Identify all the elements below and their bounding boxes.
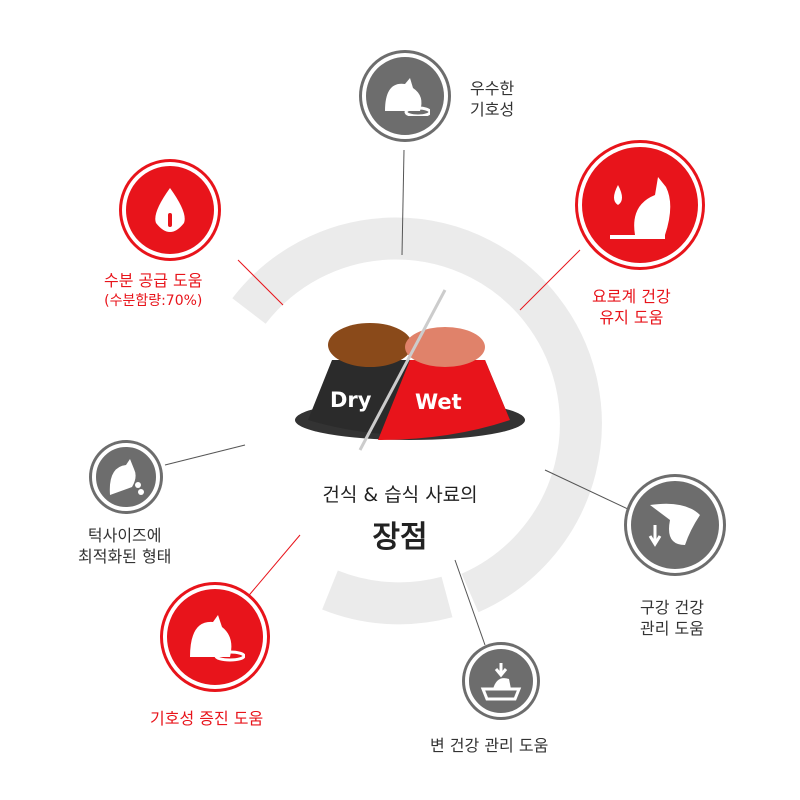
- cat-teeth-icon: [627, 477, 723, 573]
- cat-kidney-icon: [578, 143, 702, 267]
- cat-kibble-icon: [92, 443, 160, 511]
- litter-box-icon: [465, 645, 537, 717]
- benefit-hydration: 수분 공급 도움(수분함량:70%): [104, 271, 203, 309]
- benefit-stool: 변 건강 관리 도움: [430, 736, 549, 755]
- dry-label: Dry: [330, 388, 372, 412]
- cat-eating-icon-red: [163, 585, 267, 689]
- title-line1: 건식 & 습식 사료의: [322, 484, 478, 506]
- benefit-palatability-boost: 기호성 증진 도움: [150, 709, 264, 728]
- page-title: 장점: [372, 520, 428, 555]
- food-bowl: [295, 289, 525, 451]
- water-drop-icon: [122, 162, 218, 258]
- cat-eating-icon: [362, 53, 448, 139]
- wet-label: Wet: [415, 390, 462, 414]
